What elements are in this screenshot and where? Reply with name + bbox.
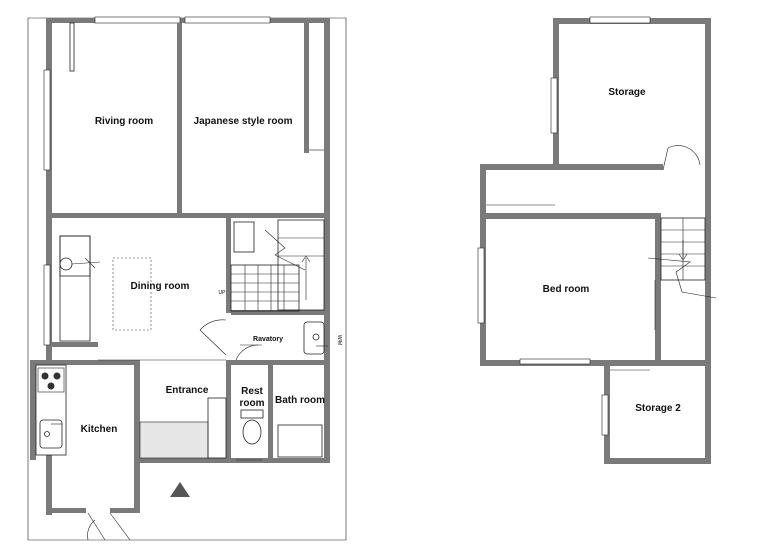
wall-bed-bottom [480, 360, 711, 366]
window-top-right [184, 16, 271, 24]
label-japanese-room: Japanese style room [194, 116, 293, 127]
ground-floor-plan: Riving room Japanese style room Dining r… [27, 16, 347, 541]
washbasin-icon [303, 321, 328, 355]
label-dining-room: Dining room [131, 281, 190, 292]
label-bed-room: Bed room [543, 284, 590, 295]
wall-rest-bath [268, 360, 273, 460]
shoe-cabinet [207, 397, 227, 459]
window-storage [550, 77, 558, 134]
window-left-lower [43, 264, 51, 346]
kitchen-counter [35, 364, 67, 456]
sink-icon [39, 419, 63, 449]
wall-storage2-bottom [604, 458, 711, 464]
wall-storage2-right [705, 360, 711, 464]
wall-bottom [140, 458, 330, 463]
entrance-floor [139, 421, 209, 459]
label-kitchen: Kitchen [81, 424, 118, 435]
entry-marker-icon [170, 482, 190, 497]
wall-dining-bottom-left [52, 342, 98, 347]
stairs [230, 219, 325, 312]
wall-storage-right [705, 18, 711, 170]
wall-dining-top [96, 213, 328, 218]
window-bed-left [477, 247, 485, 324]
wall-right-upper [705, 164, 711, 364]
window-left-upper [43, 69, 51, 171]
wall-bed-right [655, 213, 661, 363]
wall-kitchen-right [134, 360, 140, 510]
wall-bottom-right [110, 508, 140, 513]
wall-ravatory-bottom [231, 360, 326, 365]
upper-floor-plan: Storage Bed room Storage 2 [477, 16, 717, 464]
wall-left-upper [46, 18, 52, 363]
wall-bottom-left [46, 508, 86, 513]
stairs-upper [647, 217, 717, 299]
label-rest-room-line1: Rest [241, 386, 263, 397]
label-entrance: Entrance [166, 385, 209, 396]
window-storage2 [601, 394, 609, 436]
wall-bed-top [486, 213, 661, 219]
wall-kitchen-top [30, 360, 140, 365]
property-line [27, 17, 347, 541]
sofa [59, 235, 91, 342]
wall-ravatory-top [231, 310, 326, 315]
window-bed-bottom [519, 358, 591, 365]
wall-hall-top-left [480, 164, 553, 170]
label-bath-room: Bath room [275, 395, 325, 406]
dining-table [112, 257, 152, 331]
wall-japanese-closet [304, 23, 309, 153]
toilet-icon [240, 409, 264, 445]
bathtub-icon [277, 424, 323, 458]
wall-dining-right [226, 213, 231, 313]
label-ravatory: Ravatory [253, 336, 283, 343]
window-top-left [94, 16, 181, 24]
wall-rest-left [226, 360, 231, 460]
wall-kitchen-lower-left [46, 455, 52, 515]
wall-right [324, 18, 330, 463]
label-rest-room-line2: room [240, 398, 265, 409]
wall-dining-top-left [52, 213, 100, 218]
wall-riving-japanese [177, 23, 182, 218]
label-stair-up: UP [219, 290, 227, 296]
chair-icon [59, 257, 73, 271]
window-storage-top [589, 16, 651, 24]
label-wm: W/M [336, 335, 342, 345]
label-storage2: Storage 2 [635, 403, 681, 414]
wall-kitchen-left [30, 360, 36, 460]
label-storage: Storage [608, 87, 646, 98]
wall-storage-bottom [553, 164, 663, 170]
sofa-seat [59, 235, 91, 277]
label-riving-room: Riving room [95, 116, 153, 127]
doors [87, 319, 262, 541]
closet-post [69, 22, 75, 72]
